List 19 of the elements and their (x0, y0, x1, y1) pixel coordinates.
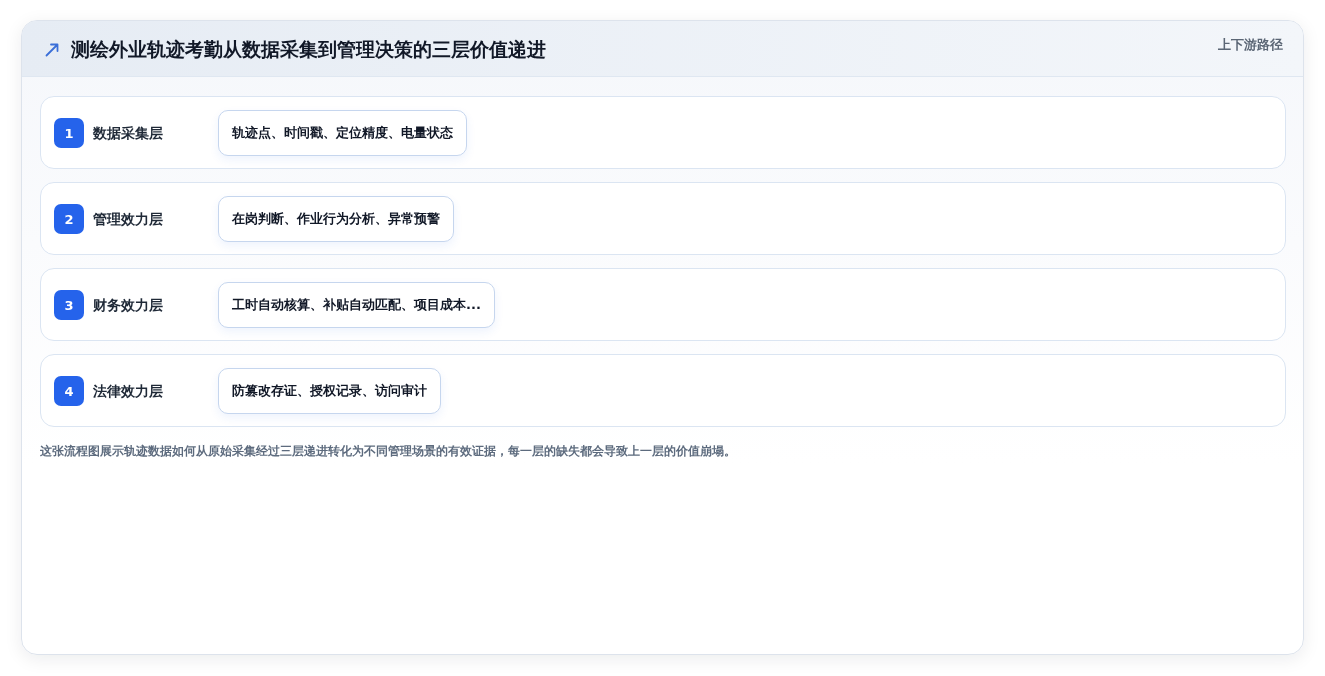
step-number: 2 (54, 204, 84, 234)
layer-panel (40, 182, 1286, 255)
step-number: 1 (54, 118, 84, 148)
step-number: 3 (54, 290, 84, 320)
layer-panel (40, 96, 1286, 169)
layer-name: 数据采集层 (93, 124, 163, 143)
header-label: 上下游路径 (1218, 36, 1283, 54)
layer-panel (40, 268, 1286, 341)
diagram-title: 测绘外业轨迹考勤从数据采集到管理决策的三层价值递进 (71, 37, 546, 62)
detail-tag: 在岗判断、作业行为分析、异常预警 (218, 196, 454, 242)
caption: 这张流程图展示轨迹数据如何从原始采集经过三层递进转化为不同管理场景的有效证据，每一层的缺失都会导致上一层的价值崩塌。 (40, 443, 736, 460)
detail-tag: 防篡改存证、授权记录、访问审计 (218, 368, 441, 414)
layer-panel (40, 354, 1286, 427)
layer-name: 管理效力层 (93, 210, 163, 229)
layer-name: 财务效力层 (93, 296, 163, 315)
detail-tag: 工时自动核算、补贴自动匹配、项目成本... (218, 282, 495, 328)
detail-tag: 轨迹点、时间戳、定位精度、电量状态 (218, 110, 467, 156)
step-number: 4 (54, 376, 84, 406)
layer-name: 法律效力层 (93, 382, 163, 401)
